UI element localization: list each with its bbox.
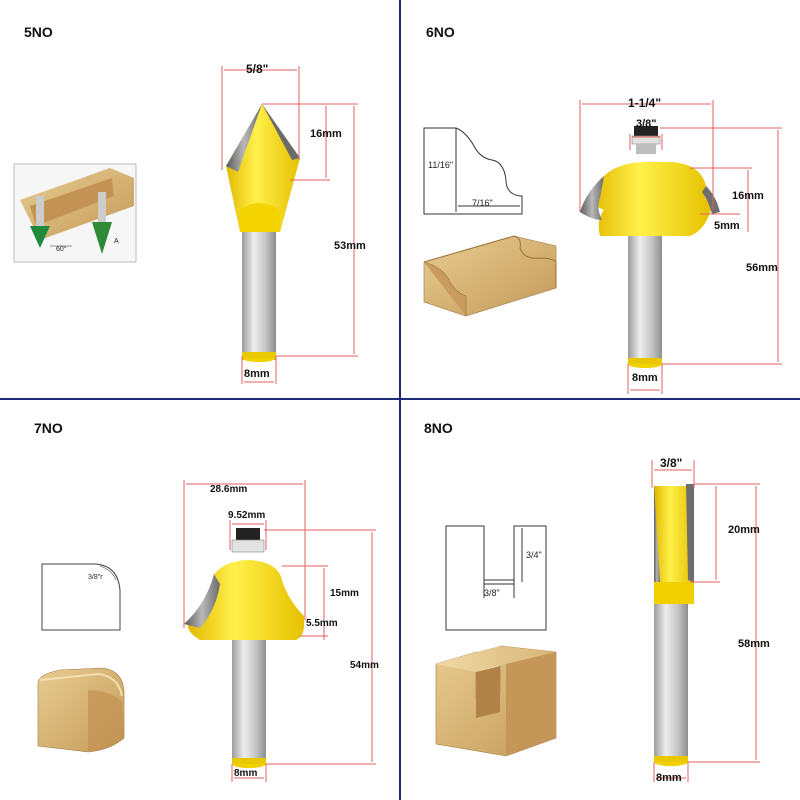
- roman-ogee-wood-sample: [423, 235, 557, 317]
- vertical-divider: [399, 0, 401, 800]
- straight-profile-diagram: [445, 525, 547, 631]
- panel-6no-dimension-lines: [579, 100, 782, 394]
- profile-8no-depth: 3/4": [526, 550, 542, 560]
- dim-6no-bearing: 3/8": [636, 118, 657, 130]
- dim-7no-shank: 8mm: [234, 768, 258, 779]
- roundover-bit: [184, 528, 305, 768]
- dim-7no-lip: 5.5mm: [306, 618, 338, 629]
- profile-7no-radius: 3/8"r: [88, 574, 103, 581]
- profile-6no-width: 7/16": [472, 198, 493, 208]
- roman-ogee-profile-diagram: [423, 127, 523, 215]
- panel-label-7no: 7NO: [34, 420, 63, 436]
- straight-bit: [654, 484, 694, 766]
- panel-5no-dimension-lines: [221, 66, 358, 384]
- dim-6no-lip: 5mm: [714, 220, 740, 232]
- panel-label-8no: 8NO: [424, 420, 453, 436]
- profile-6no-height: 11/16": [428, 160, 454, 170]
- dim-7no-bearing: 9.52mm: [228, 510, 266, 521]
- roundover-profile-diagram: [41, 563, 121, 631]
- dim-7no-cut-height: 15mm: [330, 588, 359, 599]
- v-groove-bit: [226, 104, 300, 362]
- panel-label-5no: 5NO: [24, 24, 53, 40]
- dim-5no-shank: 8mm: [244, 368, 270, 380]
- v-groove-inset-photo: [13, 163, 137, 263]
- roundover-wood-sample: [37, 667, 125, 753]
- panel-8no-dimension-lines: [651, 460, 760, 782]
- dim-6no-cut-height: 16mm: [732, 190, 764, 202]
- panel-7no-dimension-lines: [183, 480, 376, 782]
- dim-7no-width: 28.6mm: [210, 484, 248, 495]
- dim-8no-width: 3/8": [660, 456, 683, 470]
- horizontal-divider: [0, 398, 800, 400]
- panel-7no-drawing: [37, 480, 376, 782]
- dim-8no-total-length: 58mm: [738, 638, 770, 650]
- panel-8no-drawing: [435, 460, 760, 782]
- roman-ogee-bit: [580, 126, 720, 368]
- dim-5no-total-length: 53mm: [334, 240, 366, 252]
- dim-8no-cut-height: 20mm: [728, 524, 760, 536]
- dim-6no-width: 1-1/4": [628, 96, 662, 110]
- dim-6no-total-length: 56mm: [746, 262, 778, 274]
- inset-5no-letter: A: [114, 238, 119, 245]
- straight-wood-sample: [435, 645, 557, 757]
- panel-6no-drawing: [423, 100, 782, 394]
- dim-6no-shank: 8mm: [632, 372, 658, 384]
- dim-7no-total-length: 54mm: [350, 660, 379, 671]
- dim-5no-cut-height: 16mm: [310, 128, 342, 140]
- dim-8no-shank: 8mm: [656, 772, 682, 784]
- dim-5no-width: 5/8": [246, 62, 269, 76]
- inset-5no-angle: 60°: [56, 246, 67, 253]
- profile-8no-width: 3/8": [484, 588, 500, 598]
- panel-5no-drawing: [13, 66, 358, 384]
- panel-label-6no: 6NO: [426, 24, 455, 40]
